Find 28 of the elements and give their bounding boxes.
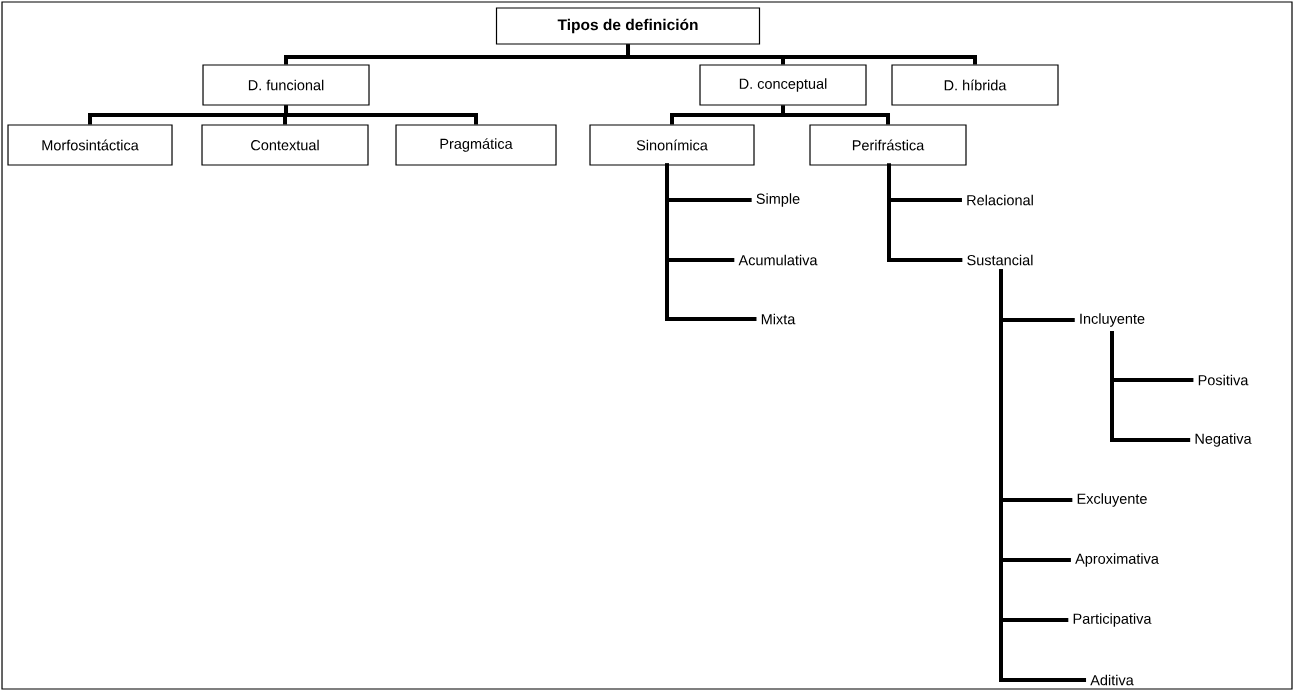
category-box: Contextual xyxy=(201,124,369,166)
category-label: Positiva xyxy=(1198,374,1249,386)
category-label: Incluyente xyxy=(1080,313,1145,327)
connector-line xyxy=(626,44,977,65)
category-label: Acumulativa xyxy=(738,254,818,266)
category-label: Aproximativa xyxy=(1075,553,1159,567)
category-box: D. híbrida xyxy=(891,64,1059,106)
connector-line xyxy=(665,163,757,321)
category-label: Participativa xyxy=(1073,613,1152,627)
category-box: D. funcional xyxy=(202,64,370,106)
connector-line xyxy=(999,269,1087,682)
category-label: Excluyente xyxy=(1077,493,1147,507)
connector-line xyxy=(1110,330,1191,442)
category-label: Relacional xyxy=(967,194,1033,206)
category-box: Perifrástica xyxy=(809,124,967,166)
category-label: Sustancial xyxy=(967,254,1033,266)
category-label: Aditiva xyxy=(1090,674,1134,686)
connector-line xyxy=(887,163,963,262)
category-box: Morfosintáctica xyxy=(7,124,173,166)
category-label: Mixta xyxy=(761,313,796,325)
connector-line xyxy=(781,105,890,125)
category-label: Negativa xyxy=(1195,433,1252,447)
title-box: Tipos de definición xyxy=(495,7,761,45)
connector-line xyxy=(284,105,478,125)
category-box: Sinonímica xyxy=(589,124,755,166)
category-box: D. conceptual xyxy=(699,64,867,106)
category-box: Pragmática xyxy=(395,124,557,166)
category-label: Simple xyxy=(756,193,800,207)
